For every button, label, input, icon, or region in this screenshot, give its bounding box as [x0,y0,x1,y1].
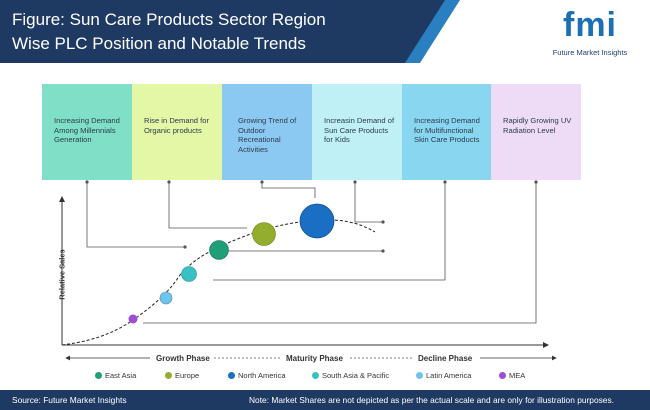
bubble-north-america [299,203,335,239]
footer [0,390,650,410]
connector-3 [261,182,316,198]
bubble-mea [128,314,138,324]
bubble-east-asia [209,240,229,260]
logo-text: fmi [563,6,617,44]
trend-box-3: Growing Trend of Outdoor Recreational Ac… [222,84,312,180]
legend-latin-america: Latin America [416,371,471,380]
legend-dot-europe [165,372,172,379]
title-line-2: Wise PLC Position and Notable Trends [12,34,306,53]
trend-box-1: Increasing Demand Among Millennials Gene… [42,84,132,180]
legend-north-america: North America [228,371,286,380]
header: Figure: Sun Care Products Sector Region … [0,0,650,63]
legend-east-asia: East Asia [95,371,136,380]
legend-dot-south-asia-pacific [312,372,319,379]
bubble-latin-america [159,291,173,305]
connector-6 [143,182,537,324]
phase-maturity: Maturity Phase [286,354,343,363]
legend-label: South Asia & Pacific [322,371,390,380]
trend-box-5: Increasing Demand for Multifunctional Sk… [402,84,491,180]
bubble-europe [252,222,276,246]
footer-source: Source: Future Market Insights [12,395,127,405]
title-band-main [0,0,445,63]
footer-note: Note: Market Shares are not depicted as … [249,395,614,405]
legend-dot-east-asia [95,372,102,379]
title-line-1: Figure: Sun Care Products Sector Region [12,10,326,29]
phase-growth: Growth Phase [156,354,210,363]
legend-dot-latin-america [416,372,423,379]
plc-curve [61,219,376,346]
logo-subtext: Future Market Insights [552,48,628,57]
trend-box-4: Increasin Demand of Sun Care Products fo… [312,84,402,180]
title-band [0,0,460,63]
trend-box-6: Rapidly Growing UV Radiation Level [491,84,581,180]
legend-dot-north-america [228,372,235,379]
legend-label: Latin America [426,371,472,380]
legend-label: East Asia [105,371,137,380]
y-axis-label: Relative Sales [57,249,67,300]
connector-2 [168,182,247,229]
legend-dot-mea [499,372,506,379]
legend-south-asia-pacific: South Asia & Pacific [312,371,389,380]
phase-decline: Decline Phase [418,354,473,363]
legend-europe: Europe [165,371,199,380]
trend-box-2: Rise in Demand for Organic products [132,84,222,180]
legend-mea: MEA [499,371,525,380]
legend-label: North America [238,371,286,380]
connector-1 [86,182,185,248]
legend-label: Europe [175,371,200,380]
connector-4 [354,182,383,223]
connector-5 [213,182,446,281]
fmi-logo: fmi Future Market Insights [540,6,640,61]
legend-label: MEA [509,371,526,380]
bubble-south-asia-pacific [181,266,197,282]
